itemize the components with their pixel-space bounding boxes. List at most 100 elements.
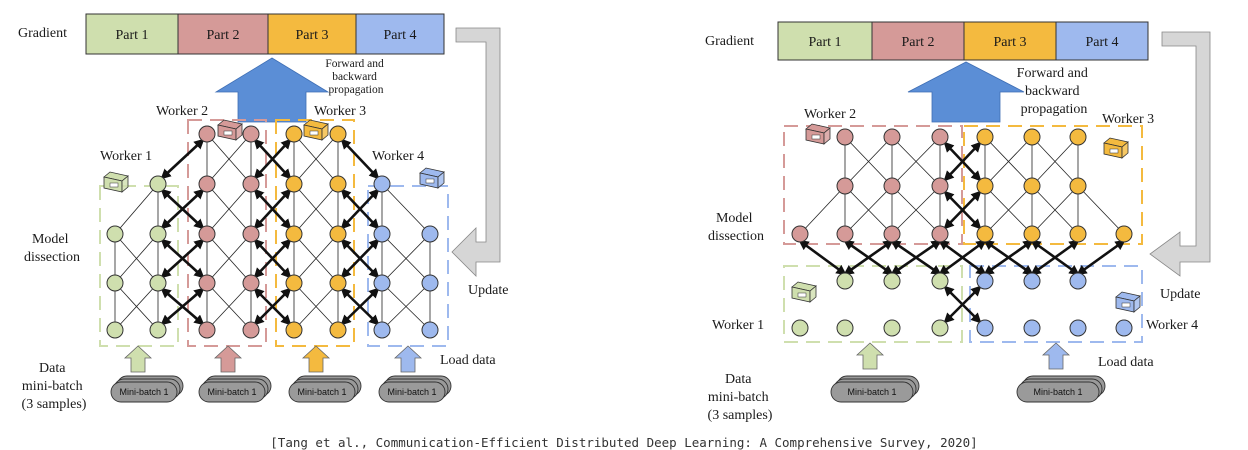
left-load-arrow-2-icon <box>213 345 243 373</box>
neuron-node <box>285 125 303 143</box>
neuron-node <box>791 319 809 337</box>
neuron-node <box>1069 272 1087 290</box>
right-worker-1-gpu-icon <box>791 281 817 303</box>
neuron-node <box>1069 128 1087 146</box>
left-part-1-label: Part 1 <box>115 28 148 43</box>
neuron-node <box>149 225 167 243</box>
right-worker-4-gpu-icon <box>1115 291 1141 313</box>
neuron-node <box>285 274 303 292</box>
right-worker-3-gpu-icon <box>1103 137 1129 159</box>
left-worker-1-label: Worker 1 <box>100 149 152 164</box>
right-update-arrow <box>1149 31 1211 277</box>
right-panel: Gradient Part 1 Part 2 Part 3 Part 4 For… <box>705 21 1211 423</box>
left-minibatch-3-label: Mini-batch 1 <box>297 387 346 397</box>
right-communication-arrows <box>798 141 1126 324</box>
neuron-node <box>198 321 216 339</box>
neuron-node <box>329 274 347 292</box>
neuron-node <box>976 319 994 337</box>
neuron-node <box>883 128 901 146</box>
neuron-node <box>883 177 901 195</box>
neuron-node <box>836 319 854 337</box>
neuron-node <box>421 225 439 243</box>
left-propagation-text: Forward and backward propagation <box>325 58 386 96</box>
right-load-arrows <box>855 342 1071 370</box>
neuron-node <box>329 321 347 339</box>
left-part-4-label: Part 4 <box>383 28 416 43</box>
neuron-node <box>976 128 994 146</box>
left-worker-3-box <box>275 119 355 347</box>
neuron-node <box>931 319 949 337</box>
left-gpu-icons <box>103 119 445 193</box>
right-minibatch-2-label: Mini-batch 1 <box>1033 387 1082 397</box>
neuron-node <box>285 225 303 243</box>
neuron-node <box>791 225 809 243</box>
left-panel: Gradient Part 1 Part 2 Part 3 Part 4 For… <box>18 13 508 412</box>
neuron-node <box>373 274 391 292</box>
neuron-node <box>198 175 216 193</box>
left-minibatch-2-label: Mini-batch 1 <box>207 387 256 397</box>
neuron-node <box>1023 225 1041 243</box>
left-minibatches: Mini-batch 1 Mini-batch 1 Mini-batch 1 Mini… <box>110 375 452 403</box>
left-load-arrows <box>123 345 423 373</box>
right-minibatches: Mini-batch 1 Mini-batch 1 <box>830 375 1106 403</box>
left-worker-3-gpu-icon <box>303 119 329 141</box>
left-model-label: Model dissection <box>24 232 80 265</box>
neuron-node <box>149 175 167 193</box>
neuron-node <box>242 225 260 243</box>
right-load-arrow-1-icon <box>855 342 885 370</box>
left-network-nodes <box>106 125 439 339</box>
right-data-label: Data mini-batch (3 samples) <box>708 372 773 423</box>
right-load-label: Load data <box>1098 355 1154 370</box>
left-load-label: Load data <box>440 353 496 368</box>
left-minibatch-3: Mini-batch 1 <box>288 375 362 403</box>
right-gradient-bar: Part 1 Part 2 Part 3 Part 4 <box>777 21 1149 61</box>
left-worker-3-label: Worker 3 <box>314 104 366 119</box>
neuron-node <box>285 321 303 339</box>
left-minibatch-4-label: Mini-batch 1 <box>387 387 436 397</box>
left-part-2-box <box>177 13 269 55</box>
left-gradient-label: Gradient <box>18 26 67 41</box>
neuron-node <box>931 177 949 195</box>
neuron-node <box>1115 319 1133 337</box>
left-worker-1-gpu-icon <box>103 171 129 193</box>
neuron-node <box>106 274 124 292</box>
left-load-arrow-3-icon <box>301 345 331 373</box>
neuron-node <box>1023 128 1041 146</box>
left-communication-arrows <box>160 138 380 326</box>
left-worker-4-gpu-icon <box>419 167 445 189</box>
right-propagation-arrow <box>907 61 1025 123</box>
left-worker-4-label: Worker 4 <box>372 149 424 164</box>
right-load-arrow-2-icon <box>1041 342 1071 370</box>
left-gradient-bar: Part 1 Part 2 Part 3 Part 4 <box>85 13 445 55</box>
right-gradient-label: Gradient <box>705 34 754 49</box>
neuron-node <box>149 321 167 339</box>
neuron-node <box>373 225 391 243</box>
neuron-node <box>421 321 439 339</box>
right-model-label: Model dissection <box>708 211 764 244</box>
neuron-node <box>836 177 854 195</box>
neuron-node <box>1023 272 1041 290</box>
neuron-node <box>883 319 901 337</box>
neuron-node <box>1115 225 1133 243</box>
right-part-1-label: Part 1 <box>808 35 841 50</box>
left-minibatch-1-label: Mini-batch 1 <box>119 387 168 397</box>
neuron-node <box>1069 319 1087 337</box>
left-propagation-arrow <box>214 57 330 123</box>
right-part-3-box <box>963 21 1057 61</box>
neuron-node <box>198 225 216 243</box>
right-part-4-label: Part 4 <box>1085 35 1118 50</box>
right-minibatch-1-label: Mini-batch 1 <box>847 387 896 397</box>
neuron-node <box>373 175 391 193</box>
right-worker-2-label: Worker 2 <box>804 107 856 122</box>
neuron-node <box>836 128 854 146</box>
left-part-4-box <box>355 13 445 55</box>
neuron-node <box>329 225 347 243</box>
neuron-node <box>931 272 949 290</box>
left-part-1-box <box>85 13 179 55</box>
left-minibatch-1: Mini-batch 1 <box>110 375 184 403</box>
left-minibatch-2: Mini-batch 1 <box>198 375 272 403</box>
right-propagation-text: Forward and backward propagation <box>1017 66 1092 117</box>
right-worker-3-label: Worker 3 <box>1102 112 1154 127</box>
neuron-node <box>149 274 167 292</box>
